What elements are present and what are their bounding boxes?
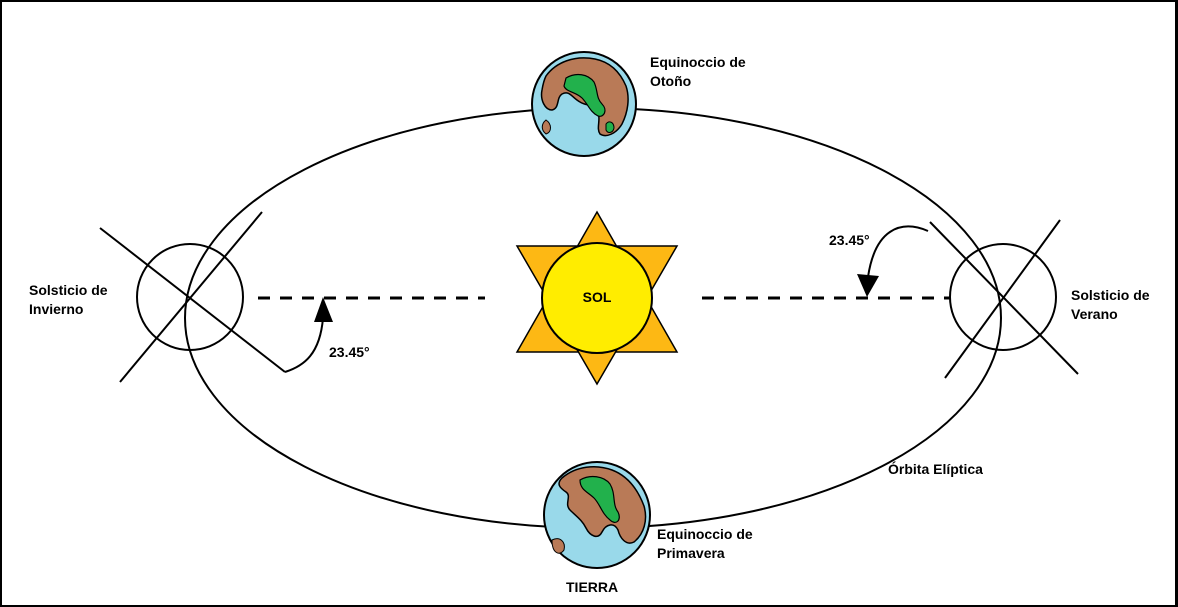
earth-label: TIERRA — [566, 579, 619, 595]
earth-winter-icon — [99, 211, 333, 383]
earth-spring-icon — [543, 461, 651, 569]
orbit-label: Órbita Elíptica — [888, 461, 983, 477]
tilt-angle-left-label: 23.45° — [329, 344, 370, 360]
summer-solstice-label: Solsticio de Verano — [1071, 287, 1150, 322]
curved-arrow-left-icon — [284, 317, 324, 373]
spring-equinox-label: Equinoccio de Primavera — [657, 526, 753, 561]
tilt-angle-right-label: 23.45° — [829, 232, 870, 248]
curved-arrow-right-icon — [867, 225, 929, 278]
earth-summer-icon — [857, 219, 1079, 379]
sun-disc — [541, 242, 653, 354]
autumn-equinox-label: Equinoccio de Otoño — [650, 54, 746, 89]
sun-icon — [515, 210, 679, 386]
winter-solstice-label: Solsticio de Invierno — [29, 282, 108, 317]
sun-label: SOL — [582, 289, 612, 305]
earth-autumn-icon — [531, 51, 637, 157]
